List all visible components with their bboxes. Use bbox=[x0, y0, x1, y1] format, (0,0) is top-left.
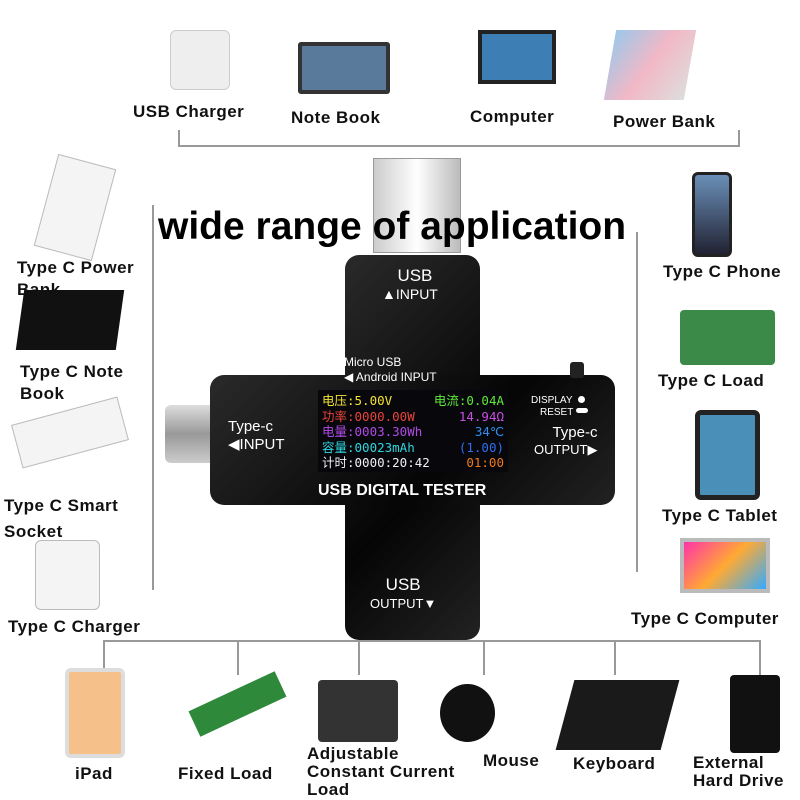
display-label: DISPLAY bbox=[531, 395, 573, 406]
adjustable-load-icon bbox=[318, 680, 398, 742]
bracket-tick bbox=[103, 640, 105, 668]
keyboard-icon bbox=[555, 680, 680, 750]
bracket-tick bbox=[614, 640, 616, 675]
label-type-c-load: Type C Load bbox=[658, 371, 765, 390]
type-c-charger-icon bbox=[35, 540, 100, 610]
type-c-smart-socket-icon bbox=[11, 396, 129, 469]
type-c-input-plug bbox=[165, 405, 217, 463]
button-knob[interactable] bbox=[570, 362, 584, 378]
label-keyboard: Keyboard bbox=[573, 754, 656, 773]
power-bank-icon bbox=[603, 30, 697, 100]
label-computer: Computer bbox=[470, 107, 555, 126]
label-type-c-power-bank: Type C Power Bank bbox=[17, 258, 135, 299]
right-bracket bbox=[636, 232, 638, 572]
bracket-tick bbox=[358, 640, 360, 675]
screen-reading: 功率:0000.00W bbox=[322, 408, 415, 424]
fixed-load-icon bbox=[188, 671, 287, 737]
type-c-load-icon bbox=[680, 310, 775, 365]
computer-icon bbox=[478, 30, 556, 84]
left-bracket bbox=[152, 205, 154, 590]
usb-charger-icon bbox=[170, 30, 230, 90]
display-button[interactable] bbox=[578, 396, 585, 403]
label-external-hard-drive: External Hard Drive bbox=[693, 753, 784, 790]
type-c-input-text: Type-c bbox=[228, 418, 274, 435]
reset-button[interactable] bbox=[576, 408, 588, 413]
type-c-output-label: Type-c OUTPUT▶ bbox=[534, 424, 597, 458]
product-name: USB DIGITAL TESTER bbox=[318, 482, 487, 499]
screen-reading: 容量:00023mAh bbox=[322, 439, 415, 455]
type-c-input-sub: ◀INPUT bbox=[228, 436, 285, 453]
type-c-tablet-icon bbox=[695, 410, 760, 500]
label-ipad: iPad bbox=[75, 764, 113, 783]
bracket-tick bbox=[237, 640, 239, 675]
bracket-tick bbox=[738, 130, 740, 146]
screen-row: 电量:0003.30Wh 34℃ bbox=[322, 424, 504, 440]
ipad-icon bbox=[65, 668, 125, 758]
screen-row: 电压:5.00V 电流:0.04A bbox=[322, 393, 504, 409]
screen-reading: (1.00) bbox=[458, 439, 504, 455]
micro-usb-text: Micro USB bbox=[344, 355, 402, 369]
micro-usb-label: Micro USB ◀ Android INPUT bbox=[344, 355, 437, 385]
label-type-c-charger: Type C Charger bbox=[8, 617, 141, 636]
screen-row: 功率:0000.00W 14.94Ω bbox=[322, 409, 504, 425]
bottom-bracket bbox=[103, 640, 761, 642]
screen-reading: 计时:0000:20:42 bbox=[322, 455, 430, 470]
usb-input-text: USB bbox=[397, 266, 433, 285]
label-type-c-note-book: Type C Note Book bbox=[20, 362, 124, 403]
mouse-icon bbox=[440, 684, 495, 742]
type-c-output-text: Type-c bbox=[552, 424, 598, 441]
label-mouse: Mouse bbox=[483, 751, 540, 770]
label-fixed-load: Fixed Load bbox=[178, 764, 273, 783]
usb-output-label: USB OUTPUT▼ bbox=[370, 575, 436, 613]
label-power-bank: Power Bank bbox=[613, 112, 716, 131]
usb-output-text: USB bbox=[385, 575, 421, 594]
label-type-c-smart-socket: Type C Smart Socket bbox=[4, 496, 119, 541]
reset-label: RESET bbox=[540, 407, 574, 418]
screen-row: 容量:00023mAh (1.00) bbox=[322, 440, 504, 456]
screen-reading: 电流:0.04A bbox=[433, 393, 504, 408]
screen-reading: 电压:5.00V bbox=[322, 393, 393, 408]
screen-reading: 34℃ bbox=[474, 424, 504, 439]
top-bracket bbox=[178, 145, 740, 147]
usb-output-sub: OUTPUT▼ bbox=[370, 596, 437, 611]
type-c-computer-icon bbox=[680, 538, 770, 593]
bracket-tick bbox=[178, 130, 180, 146]
screen-reading: 01:00 bbox=[466, 455, 504, 470]
label-usb-charger: USB Charger bbox=[133, 102, 245, 121]
type-c-output-sub: OUTPUT▶ bbox=[534, 442, 598, 457]
screen-reading: 电量:0003.30Wh bbox=[322, 424, 423, 439]
label-type-c-phone: Type C Phone bbox=[663, 262, 782, 281]
usb-input-sub: ▲INPUT bbox=[382, 286, 438, 302]
bracket-tick bbox=[483, 640, 485, 675]
usb-input-label: USB ▲INPUT bbox=[382, 266, 438, 304]
notebook-icon bbox=[298, 42, 390, 94]
label-type-c-computer: Type C Computer bbox=[631, 609, 779, 628]
screen-reading: 14.94Ω bbox=[458, 408, 504, 424]
micro-usb-sub: ◀ Android INPUT bbox=[344, 370, 437, 384]
screen-row: 计时:0000:20:42 01:00 bbox=[322, 455, 504, 471]
bracket-tick bbox=[759, 640, 761, 675]
type-c-input-label: Type-c ◀INPUT bbox=[228, 418, 285, 454]
type-c-power-bank-icon bbox=[33, 153, 117, 262]
type-c-phone-icon bbox=[692, 172, 732, 257]
usb-plug bbox=[373, 158, 461, 253]
label-adjustable-load: Adjustable Constant Current Load bbox=[307, 744, 455, 799]
label-note-book: Note Book bbox=[291, 108, 381, 127]
headline: wide range of application bbox=[158, 205, 627, 248]
external-hard-drive-icon bbox=[730, 675, 780, 753]
label-type-c-tablet: Type C Tablet bbox=[662, 506, 778, 525]
